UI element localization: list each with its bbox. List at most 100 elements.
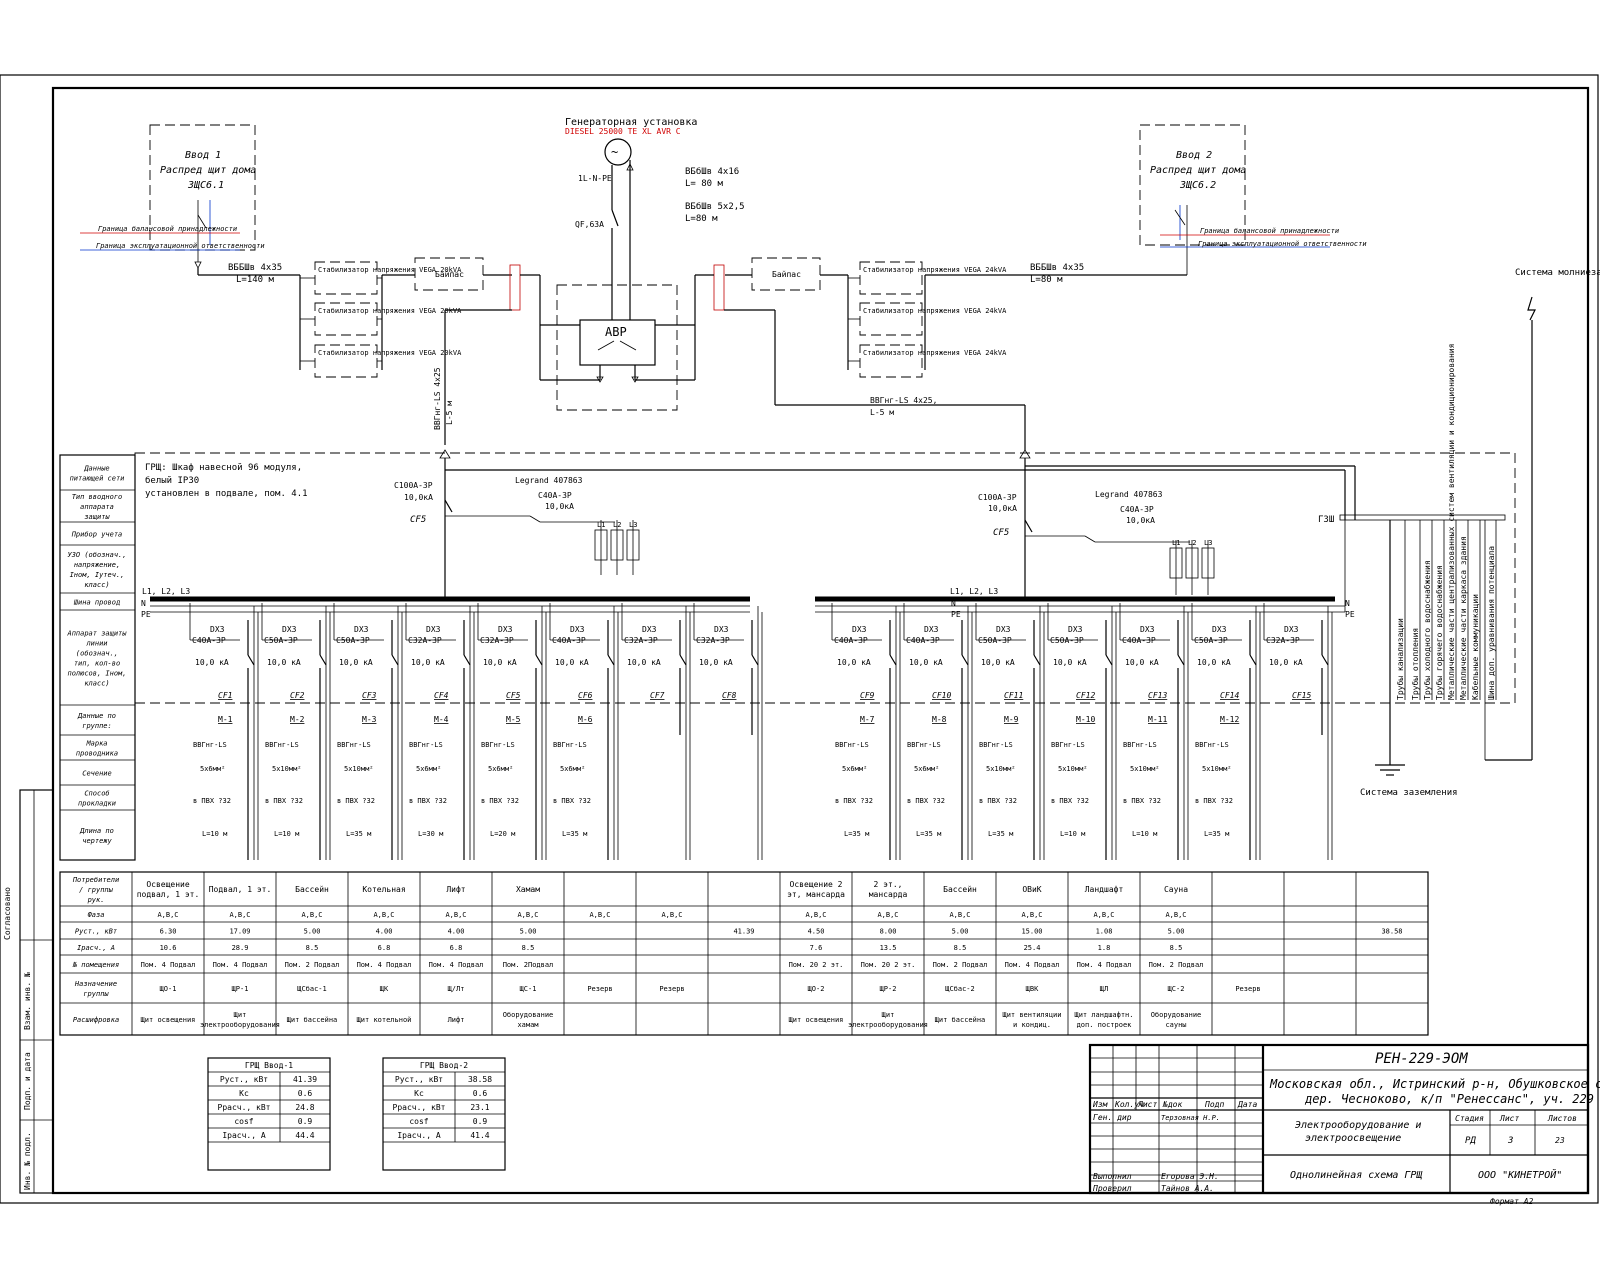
feeder-section: 5х10мм²: [1058, 765, 1088, 773]
feeder-tag: CF3: [362, 691, 377, 700]
gzsh-line-label: Шина доп. уравнивания потенциала: [1487, 546, 1496, 700]
title-block: Изм Кол.уч Лист №док Подп Дата Ген. дир …: [1088, 1043, 1600, 1206]
tb-role-1: Ген. дир: [1093, 1113, 1132, 1122]
row-header-label: Шина провод: [73, 599, 120, 607]
gzsh-line-label: Металлические части централизованных сис…: [1447, 344, 1456, 700]
feeder-device: DX3: [714, 625, 729, 634]
table-cell: 8.00: [880, 928, 897, 936]
feeder-section: 5х6мм²: [914, 765, 939, 773]
table-cell: A,B,C: [949, 911, 970, 919]
table-cell: A,B,C: [229, 911, 250, 919]
table-cell: 8.5: [954, 944, 967, 952]
row-header-label: Прибор учета: [71, 531, 123, 539]
generator-model: DIESEL 25000 TE XL AVR C: [565, 127, 681, 136]
stab-2-3: Стабилизатор напряжения VEGA 24kVA: [863, 349, 1007, 357]
feeder-line: М-1: [218, 715, 233, 724]
summary-key: cosf: [409, 1117, 428, 1126]
feeder-line: М-8: [932, 715, 947, 724]
stamp-sign-date: Подп. и дата: [23, 1052, 32, 1110]
feeder-line: М-4: [434, 715, 449, 724]
feeder-ka: 10,0 кА: [699, 658, 733, 667]
bus-pe-3: PE: [1345, 610, 1355, 619]
tb-doc-code: РЕН-229-ЭОМ: [1375, 1051, 1468, 1067]
table-cell: A,B,C: [445, 911, 466, 919]
table-cell: ЩК: [380, 985, 389, 993]
feeder-wire: ВВГнг-LS: [1051, 741, 1085, 749]
table-row-label: Руст., кВт: [75, 928, 117, 936]
table-cell: 41.39: [733, 928, 754, 936]
summary-key: Руст., кВт: [220, 1075, 268, 1084]
table-cell: 5.00: [1168, 928, 1185, 936]
summary-value: 23.1: [470, 1103, 489, 1112]
input-2-source: Ввод 2 Распред щит дома ЗЩС6.2 Граница б…: [925, 124, 1367, 285]
gen-breaker: QF,63A: [575, 220, 604, 229]
table-row-label: Расшифровка: [73, 1016, 119, 1024]
table-cell: 4.00: [448, 928, 465, 936]
feeder-ka: 10,0 кА: [909, 658, 943, 667]
gen-cable-2-len: L=80 м: [685, 214, 718, 224]
table-cell: Пом. 2 Подвал: [933, 961, 988, 969]
stab-1-3: Стабилизатор напряжения VEGA 20kVA: [318, 349, 462, 357]
inner-frame: [51, 86, 1590, 1195]
feeder-section: 5х6мм²: [200, 765, 225, 773]
feeder-method: в ПВХ ?32: [409, 797, 447, 805]
input-2-border-red: Граница балансовой принадлежности: [1200, 227, 1339, 235]
feeder-tag: CF5: [506, 691, 521, 700]
feeder-device: DX3: [1140, 625, 1155, 634]
summary-key: cosf: [234, 1117, 253, 1126]
feeder-tag: CF7: [650, 691, 665, 700]
feeder-section: 5х10мм²: [272, 765, 302, 773]
feeder-device: DX3: [1212, 625, 1227, 634]
gen-cable-label: 1L-N-PE: [578, 174, 612, 183]
table-row-label: Iрасч., А: [77, 944, 115, 952]
table-cell: 7.6: [810, 944, 823, 952]
feeder-section: 5х6мм²: [488, 765, 513, 773]
table-cell: 2 эт.,мансарда: [869, 880, 908, 899]
feeder-rating: C50A-3P: [264, 636, 298, 645]
feeder-method: в ПВХ ?32: [337, 797, 375, 805]
feeder-method: в ПВХ ?32: [193, 797, 231, 805]
table-row-label: Фаза: [88, 911, 105, 919]
tb-stage: РД: [1465, 1136, 1476, 1146]
table-cell: Пом. 4 Подвал: [1005, 961, 1060, 969]
feeder-wire: ВВГнг-LS: [979, 741, 1013, 749]
feeder-method: в ПВХ ?32: [481, 797, 519, 805]
summary-value: 0.6: [298, 1089, 313, 1098]
summary-value: 0.9: [473, 1117, 488, 1126]
feeder-rating: C32A-3P: [1266, 636, 1300, 645]
feeder-tag: CF14: [1220, 691, 1239, 700]
input-1-cable: ВББШв 4х35: [228, 263, 282, 273]
feeder-section: 5х10мм²: [986, 765, 1016, 773]
table-cell: Пом. 20 2 эт.: [789, 961, 844, 969]
stab-1-2: Стабилизатор напряжения VEGA 20kVA: [318, 307, 462, 315]
feeder-line: М-3: [362, 715, 377, 724]
table-cell: 6.30: [160, 928, 177, 936]
feeder-section: 5х10мм²: [344, 765, 374, 773]
table-cell: Щит освещения: [141, 1016, 196, 1024]
feeder-rating: C50A-3P: [1194, 636, 1228, 645]
feeder-length: L=30 м: [418, 830, 444, 838]
feeder-tag: CF12: [1076, 691, 1095, 700]
input-2-riser-cable: ВВГнг-LS 4х25,: [870, 396, 937, 405]
generator-title: Генераторная установка: [565, 117, 697, 128]
input-1-riser-cable: ВВГнг-LS 4х25: [433, 367, 442, 430]
tb-h-podp: Подп: [1204, 1100, 1224, 1109]
grounding-label: Система заземления: [1360, 788, 1458, 798]
table-cell: ЩЛ: [1100, 985, 1108, 993]
table-cell: Пом. 4 Подвал: [429, 961, 484, 969]
feeder-wire: ВВГнг-LS: [1123, 741, 1157, 749]
summary-value: 44.4: [295, 1131, 314, 1140]
rcd-2-rating: C40A-3P: [1120, 505, 1154, 514]
feeder-wire: ВВГнг-LS: [409, 741, 443, 749]
main-breaker-2: C100A-3P: [978, 493, 1017, 502]
